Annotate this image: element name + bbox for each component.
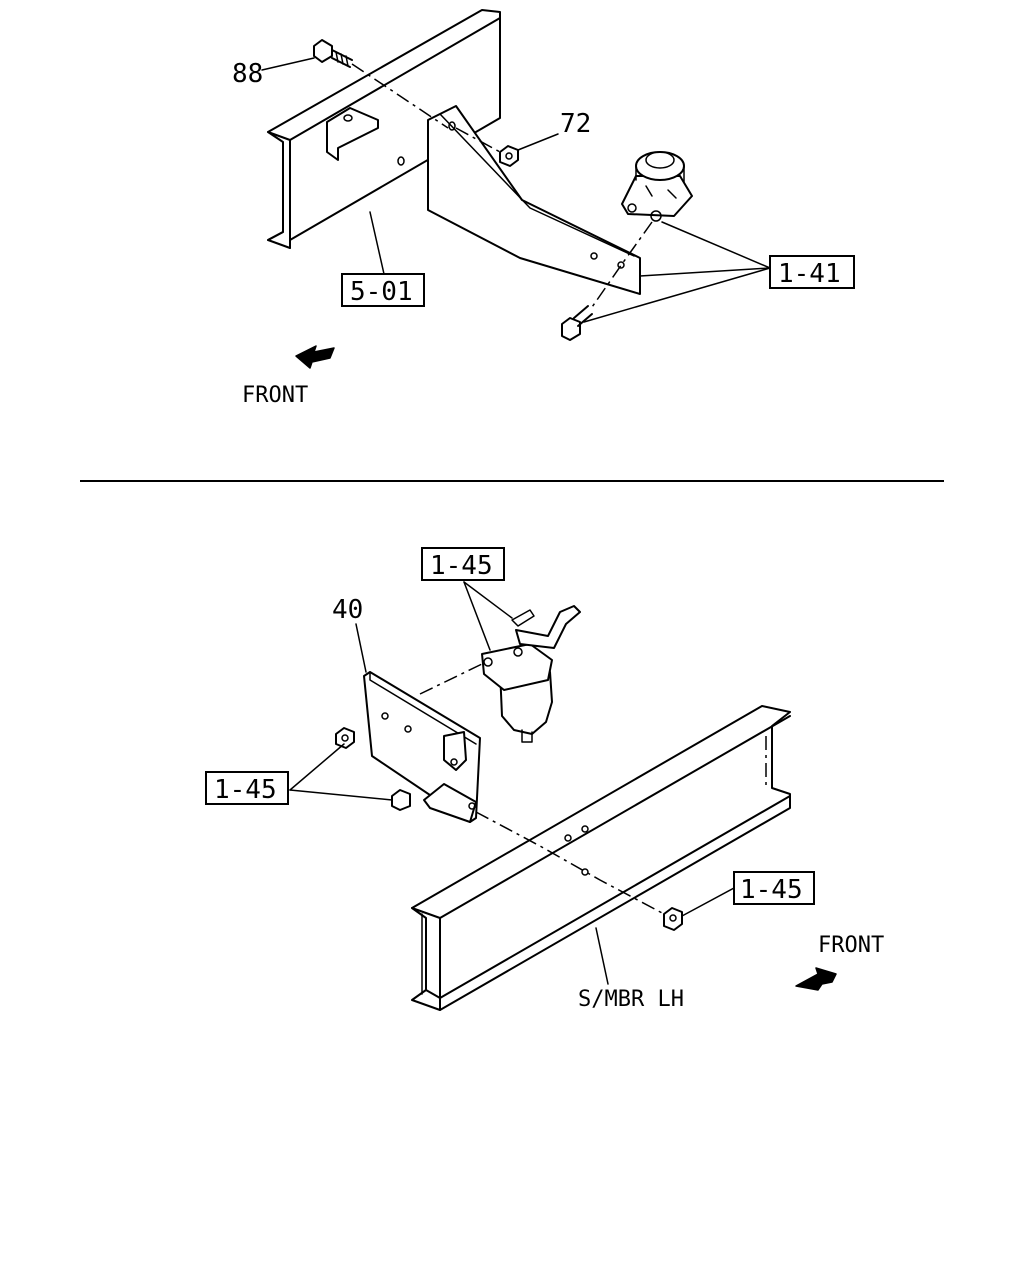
- callout-88: 88: [232, 59, 263, 89]
- callout-1-45-left: 1-45: [214, 775, 277, 805]
- regulator-assembly: [621, 151, 693, 222]
- callout-1-45-right: 1-45: [740, 875, 803, 905]
- front-arrow-icon-lower: [795, 967, 837, 991]
- callout-box-1-45-top: [421, 547, 505, 581]
- nut-left-lower: [335, 727, 355, 749]
- frame-channel-upper: [267, 9, 501, 249]
- callout-box-5-01: [341, 273, 425, 307]
- callout-1-41: 1-41: [778, 259, 841, 289]
- bracket-plate-upper: [427, 105, 641, 295]
- front-label-upper: FRONT: [242, 383, 308, 408]
- side-member-label: S/MBR LH: [578, 987, 684, 1012]
- callout-box-1-41: [769, 255, 855, 289]
- callout-box-1-45-right: [733, 871, 815, 905]
- front-label-lower: FRONT: [818, 933, 884, 958]
- upper-diagram: 88 72 5-01 1-41 FRONT: [232, 9, 855, 408]
- callout-72: 72: [560, 109, 591, 139]
- bolt-lower-upper: [561, 305, 593, 341]
- bolt-left-lower: [391, 789, 411, 811]
- nut-72: [499, 145, 519, 167]
- fuel-filter: [481, 605, 581, 743]
- callout-40: 40: [332, 595, 363, 625]
- callout-5-01: 5-01: [350, 277, 413, 307]
- nut-right-lower: [663, 907, 683, 931]
- front-arrow-icon: [295, 345, 335, 369]
- bolt-88: [313, 39, 353, 68]
- callout-box-1-45-left: [205, 771, 289, 805]
- bracket-40: [363, 671, 481, 823]
- callout-1-45-top: 1-45: [430, 551, 493, 581]
- lower-diagram: 40 1-45 1-45 1-45 S/MBR LH FRONT: [205, 547, 884, 1012]
- side-member-lh: [411, 705, 791, 1011]
